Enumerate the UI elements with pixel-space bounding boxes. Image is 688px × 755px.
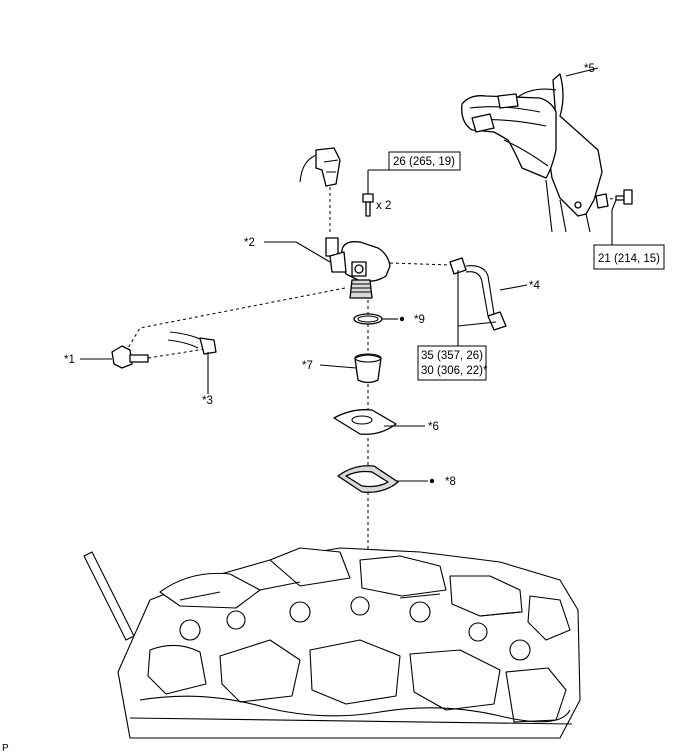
engine-assembly bbox=[83, 547, 581, 739]
callout-3: *3 bbox=[202, 395, 213, 407]
callout-7: *7 bbox=[302, 360, 313, 372]
fuel-pump bbox=[325, 237, 391, 299]
bolt-qty-text: x 2 bbox=[376, 200, 391, 212]
pump-gasket bbox=[337, 465, 435, 493]
callout-1: *1 bbox=[64, 354, 75, 366]
callout-8: *8 bbox=[445, 476, 456, 488]
torque-pump-text: 26 (265, 19) bbox=[393, 156, 455, 168]
bracket-bolt-icon bbox=[615, 189, 633, 205]
torque-bracket-text: 21 (214, 15) bbox=[598, 253, 660, 265]
callout-5: *5 bbox=[584, 63, 595, 75]
torque-pipe-text-2: 30 (306, 22)* bbox=[421, 365, 488, 377]
callout-4: *4 bbox=[529, 280, 540, 292]
torque-pipe-text-1: 35 (357, 26) bbox=[421, 350, 483, 362]
wire-harness-connector bbox=[167, 331, 217, 355]
non-reusable-dot-8 bbox=[429, 478, 435, 484]
pump-insulator bbox=[333, 409, 397, 435]
torque-box-pump: 26 (265, 19) bbox=[388, 151, 461, 171]
callout-9: *9 bbox=[414, 314, 425, 326]
pump-lifter bbox=[354, 353, 382, 384]
fuel-pipe-connector bbox=[299, 147, 341, 187]
torque-box-pipe: 35 (357, 26) 30 (306, 22)* bbox=[417, 345, 488, 381]
fuel-pressure-sensor bbox=[111, 345, 149, 369]
torque-box-bracket: 21 (214, 15) bbox=[593, 244, 665, 270]
fuel-pipe bbox=[449, 257, 507, 331]
figure-code: P bbox=[2, 743, 9, 754]
non-reusable-dot-9 bbox=[399, 316, 405, 322]
pump-bolt-icon bbox=[362, 193, 374, 217]
fuel-hose-assembly bbox=[461, 73, 609, 233]
callout-6: *6 bbox=[428, 421, 439, 433]
callout-2: *2 bbox=[244, 237, 255, 249]
leader-lines bbox=[80, 67, 617, 482]
